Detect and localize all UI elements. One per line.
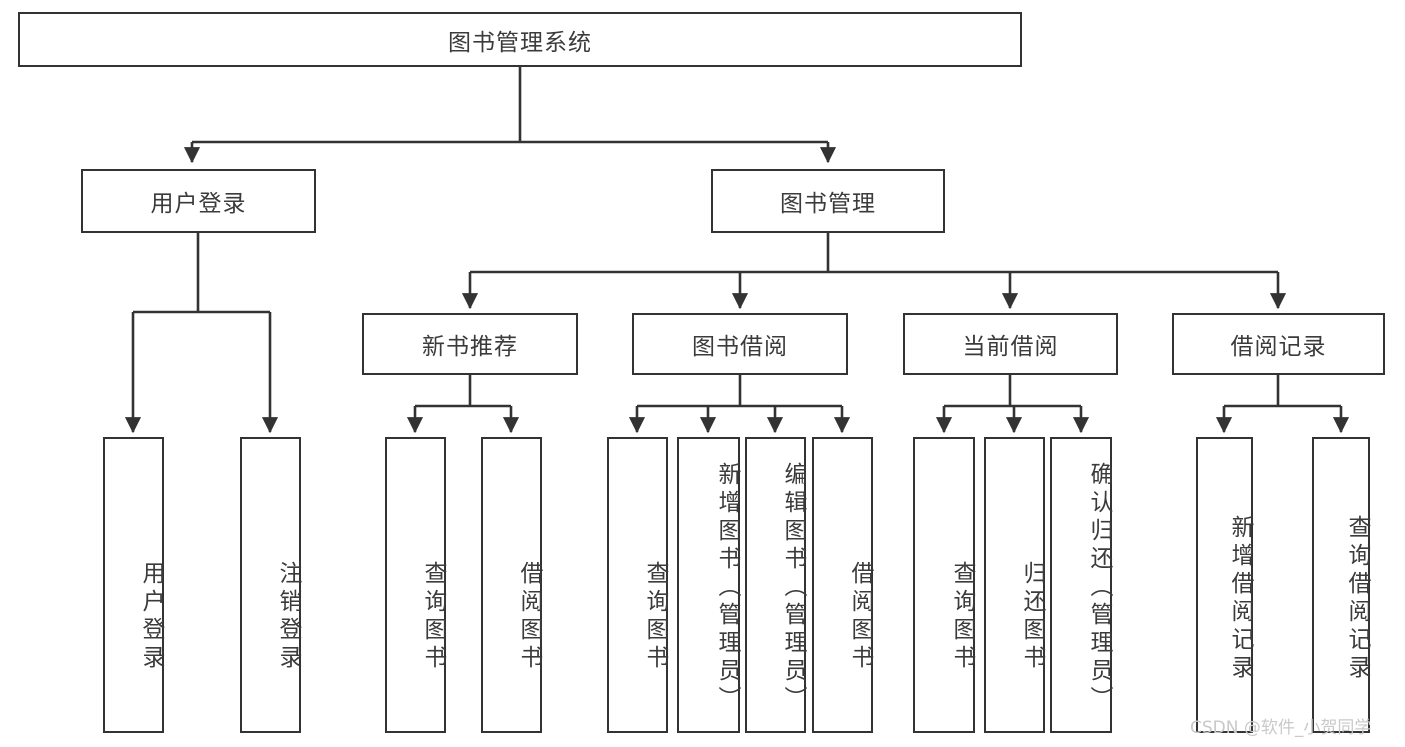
node-label: 注销登录	[275, 561, 301, 673]
leaf-query-books-current[interactable]: 查询图书	[913, 437, 975, 733]
node-label: 查询借阅记录	[1344, 515, 1370, 683]
node-current-borrowing[interactable]: 当前借阅	[903, 313, 1118, 375]
leaf-confirm-return-admin[interactable]: 确认归还（管理员）	[1050, 437, 1112, 733]
leaf-user-login[interactable]: 用户登录	[103, 437, 164, 733]
node-label: 查询图书	[949, 561, 975, 673]
leaf-query-books-borrowing[interactable]: 查询图书	[607, 437, 668, 733]
leaf-logout[interactable]: 注销登录	[240, 437, 301, 733]
node-book-management[interactable]: 图书管理	[711, 169, 945, 233]
leaf-borrow-books-borrowing[interactable]: 借阅图书	[812, 437, 873, 733]
node-label: 借阅图书	[516, 561, 542, 673]
leaf-edit-book-admin[interactable]: 编辑图书（管理员）	[745, 437, 806, 733]
leaf-query-borrow-record[interactable]: 查询借阅记录	[1312, 437, 1370, 733]
leaf-add-book-admin[interactable]: 新增图书（管理员）	[677, 437, 740, 733]
node-label: 新增借阅记录	[1227, 515, 1253, 683]
node-label: 图书管理	[780, 191, 876, 217]
node-label: 用户登录	[150, 191, 247, 217]
node-label: 新增图书（管理员）	[714, 462, 740, 714]
node-label: 编辑图书（管理员）	[780, 462, 806, 714]
node-label: 查询图书	[642, 561, 668, 673]
node-new-book-recommendation[interactable]: 新书推荐	[362, 313, 578, 375]
node-book-borrowing[interactable]: 图书借阅	[632, 313, 848, 375]
node-label: 新书推荐	[422, 334, 518, 360]
node-label: 图书管理系统	[448, 29, 592, 56]
node-borrowing-records[interactable]: 借阅记录	[1172, 313, 1385, 375]
leaf-query-books-recommend[interactable]: 查询图书	[385, 437, 446, 733]
node-label: 查询图书	[420, 561, 446, 673]
node-label: 当前借阅	[962, 334, 1059, 360]
leaf-add-borrow-record[interactable]: 新增借阅记录	[1196, 437, 1253, 733]
leaf-return-books[interactable]: 归还图书	[984, 437, 1045, 733]
node-user-login[interactable]: 用户登录	[81, 169, 316, 233]
node-label: 归还图书	[1019, 561, 1045, 673]
node-root-book-management-system[interactable]: 图书管理系统	[18, 12, 1022, 67]
node-label: 借阅图书	[847, 561, 873, 673]
leaf-borrow-books-recommend[interactable]: 借阅图书	[481, 437, 542, 733]
node-label: 图书借阅	[692, 334, 788, 360]
node-label: 借阅记录	[1230, 334, 1327, 360]
node-label: 用户登录	[138, 561, 164, 673]
node-label: 确认归还（管理员）	[1086, 462, 1112, 714]
